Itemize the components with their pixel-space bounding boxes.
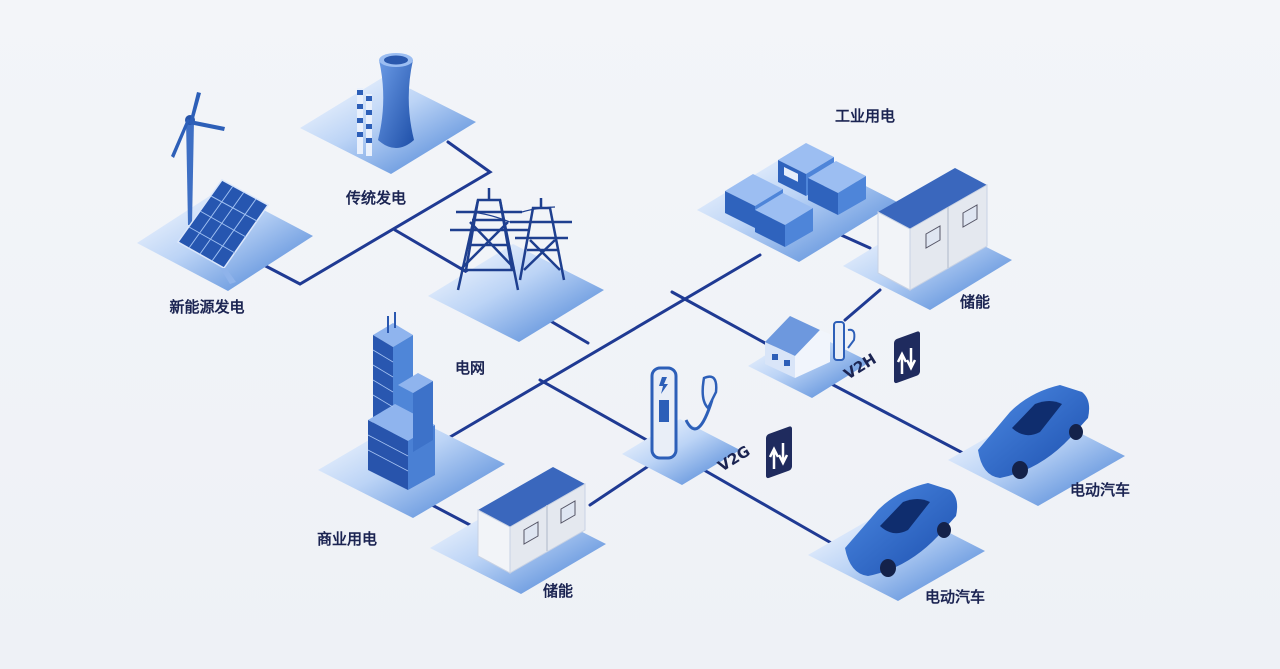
transmission-tower-icon bbox=[450, 188, 572, 291]
traditional-power-label: 传统发电 bbox=[345, 189, 406, 207]
chimney-icon bbox=[357, 88, 372, 156]
house-icon bbox=[765, 316, 830, 378]
platform bbox=[622, 419, 740, 485]
ev-bottom-label: 电动汽车 bbox=[925, 588, 985, 606]
ev-bottom-node: 电动汽车 bbox=[808, 483, 985, 606]
charging-station-icon bbox=[650, 366, 718, 460]
ev-right-label: 电动汽车 bbox=[1070, 481, 1130, 499]
container-icon bbox=[755, 193, 813, 247]
bidirectional-arrow-icon bbox=[894, 331, 920, 384]
bidirectional-arrow-icon bbox=[766, 426, 792, 479]
skyscraper-icon bbox=[367, 312, 435, 490]
storage-top-node: 储能 bbox=[843, 168, 1012, 311]
battery-cabinet-icon bbox=[877, 168, 988, 291]
commercial-label: 商业用电 bbox=[317, 530, 377, 548]
grid-node: 电网 bbox=[428, 188, 604, 377]
v2h-home-node bbox=[748, 316, 870, 398]
charging-station-icon bbox=[833, 321, 856, 361]
new-energy-label: 新能源发电 bbox=[169, 298, 244, 316]
cooling-tower-icon bbox=[378, 53, 414, 148]
platform bbox=[428, 244, 604, 342]
battery-cabinet-icon bbox=[477, 467, 586, 574]
container-icon bbox=[808, 161, 866, 215]
solar-panel-icon bbox=[176, 179, 270, 284]
commercial-node: 商业用电 bbox=[317, 312, 505, 548]
v2g-charger-node bbox=[622, 366, 740, 485]
industrial-node: 工业用电 bbox=[697, 107, 897, 262]
connection-lines bbox=[256, 140, 982, 550]
car-icon bbox=[845, 483, 958, 577]
wind-turbine-icon bbox=[171, 92, 225, 225]
new-energy-node: 新能源发电 bbox=[137, 92, 313, 316]
storage-bottom-label: 储能 bbox=[543, 582, 573, 600]
traditional-power-node: 传统发电 bbox=[300, 53, 476, 207]
ev-right-node: 电动汽车 bbox=[948, 385, 1130, 506]
storage-top-label: 储能 bbox=[960, 293, 990, 311]
car-icon bbox=[978, 385, 1090, 479]
storage-bottom-node: 储能 bbox=[430, 467, 606, 600]
industrial-label: 工业用电 bbox=[835, 107, 895, 125]
grid-label: 电网 bbox=[455, 359, 485, 377]
